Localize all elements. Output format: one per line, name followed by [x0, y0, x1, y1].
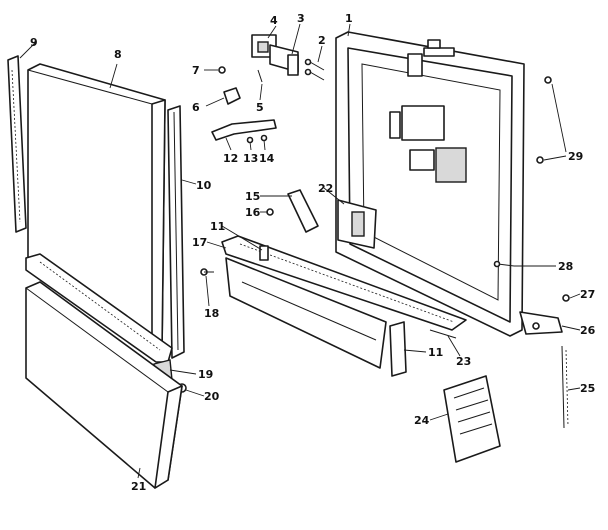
- callout-4: 4: [270, 14, 278, 27]
- part-17-rail: [221, 235, 467, 331]
- callout-16: 16: [245, 206, 261, 219]
- part-11-bracket-right: [389, 321, 407, 377]
- part-1-inner-door-liner: [335, 31, 525, 337]
- callout-2: 2: [318, 34, 326, 47]
- part-23-hinge-pin: [429, 329, 457, 339]
- callout-6: 6: [192, 101, 200, 114]
- callout-29: 29: [568, 150, 583, 163]
- callout-18: 18: [204, 307, 219, 320]
- callout-3: 3: [297, 12, 305, 25]
- part-13-pin: [246, 136, 254, 144]
- callout-10: 10: [196, 179, 212, 192]
- part-15-bracket: [287, 189, 319, 233]
- part-2-screw: [304, 58, 325, 81]
- part-24-manual: [443, 375, 501, 463]
- part-3-latch-plate: [287, 54, 299, 76]
- callout-17: 17: [192, 236, 207, 249]
- part-22-latch-bracket: [337, 199, 377, 249]
- callout-21: 21: [131, 480, 146, 493]
- kick-plate: [225, 257, 387, 369]
- callout-19: 19: [198, 368, 213, 381]
- callout-27: 27: [580, 288, 595, 301]
- callout-8: 8: [114, 48, 122, 61]
- callout-labels: 1 2 3 4 5 6 7 8 9 10 11 11 12 13 14 15 1…: [30, 12, 596, 493]
- callout-24: 24: [414, 414, 430, 427]
- part-14-clip: [260, 134, 268, 142]
- part-28-screw: [493, 260, 515, 268]
- part-26-hinge: [519, 311, 563, 335]
- callout-9: 9: [30, 36, 38, 49]
- callout-1: 1: [345, 12, 353, 25]
- leader-lines: [19, 23, 581, 479]
- part-21-access-panel: [25, 281, 183, 489]
- callout-5: 5: [256, 101, 264, 114]
- part-7-screw: [218, 66, 226, 74]
- callout-15: 15: [245, 190, 260, 203]
- callout-23: 23: [456, 355, 471, 368]
- callout-22: 22: [318, 182, 333, 195]
- callout-11-right: 11: [428, 346, 443, 359]
- part-10-side-trim: [167, 105, 185, 359]
- part-25-door-spring: [561, 345, 569, 429]
- callout-28: 28: [558, 260, 573, 273]
- part-6-handle-link: [223, 87, 241, 105]
- callout-13: 13: [243, 152, 258, 165]
- part-29-screws: [536, 76, 552, 164]
- part-5-spring: [257, 69, 263, 83]
- callout-26: 26: [580, 324, 596, 337]
- callout-20: 20: [204, 390, 220, 403]
- part-11-bracket-left: [259, 245, 269, 261]
- callout-12: 12: [223, 152, 238, 165]
- callout-7: 7: [192, 64, 200, 77]
- part-12-linkage: [211, 119, 277, 141]
- part-18-screw: [200, 268, 214, 276]
- callout-14: 14: [259, 152, 275, 165]
- part-9-vent-strip: [7, 55, 27, 233]
- callout-11-left: 11: [210, 220, 225, 233]
- callout-25: 25: [580, 382, 595, 395]
- part-27-screw: [562, 294, 570, 302]
